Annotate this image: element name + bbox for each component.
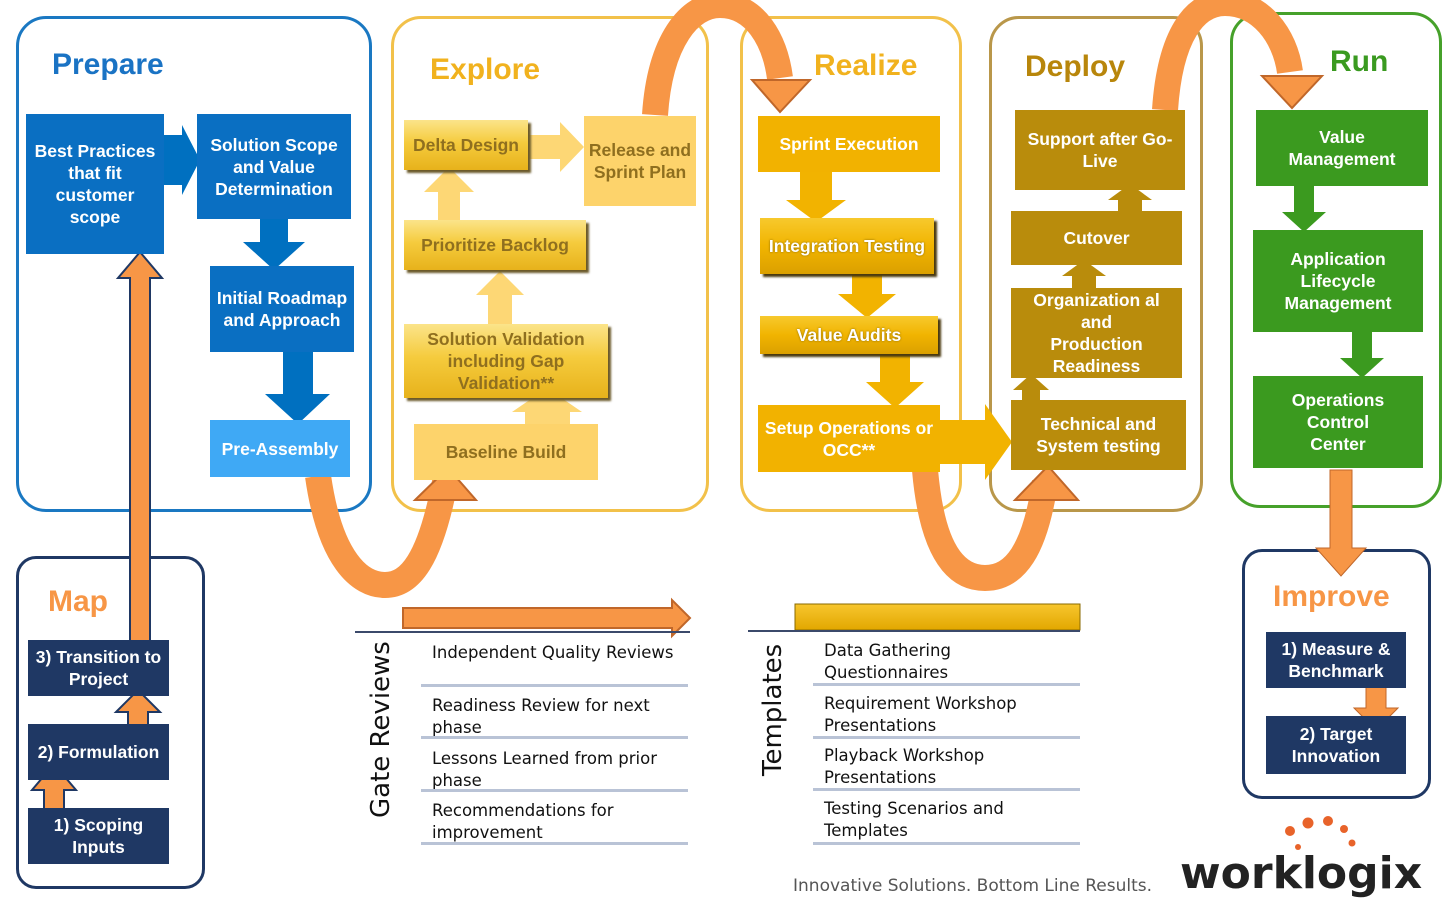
realize-title: Realize [814,49,918,82]
gate-reviews-label: Gate Reviews [366,641,396,818]
gate-separator [421,684,688,687]
curve-explore-realize [642,0,793,117]
prepare-right-arrow [162,125,200,195]
integration-testing-box: Integration Testing [760,218,934,274]
technical-testing-box: Technical and System testing [1011,400,1186,470]
sprint-execution-box: Sprint Execution [758,116,940,172]
operations-control-box: Operations Control Center [1253,376,1423,468]
worklogix-logo: worklogix [1180,848,1423,899]
gate-separator [421,736,688,739]
deploy-title: Deploy [1025,50,1126,83]
realize-right-arrow [940,404,1012,480]
curve-deploy-run [1152,0,1303,111]
deploy-panel [989,16,1203,512]
template-item: Data Gathering Questionnaires [824,641,951,682]
templates-bar [794,603,1081,631]
tagline: Innovative Solutions. Bottom Line Result… [793,876,1153,896]
value-management-box: Value Management [1256,110,1428,186]
realize-down-arrow-1 [786,172,846,222]
run-improve-arrow [1314,469,1368,577]
realize-panel [740,16,962,512]
gate-reviews-list: Independent Quality Reviews Readiness Re… [432,642,688,852]
map-formulation-box: 2) Formulation [28,724,169,780]
realize-down-arrow-2 [838,270,896,318]
value-audits-box: Value Audits [760,316,938,354]
gate-review-item: Lessons Learned from prior phase [432,749,657,790]
prepare-down-arrow-2 [265,350,330,424]
template-separator [813,683,1080,686]
solution-validation-box: Solution Validation including Gap Valida… [404,324,608,398]
explore-up-arrow-2 [476,271,524,325]
curve-prepare-explore [305,474,458,599]
logo-dots-icon [1285,816,1356,850]
gate-separator [421,789,688,792]
run-title: Run [1330,45,1389,78]
prepare-title: Prepare [52,48,164,81]
initial-roadmap-box: Initial Roadmap and Approach [210,266,354,352]
explore-panel [391,16,709,512]
application-lifecycle-box: Application Lifecycle Management [1253,230,1423,332]
template-item: Playback Workshop Presentations [824,746,985,787]
support-go-live-box: Support after Go-Live [1015,110,1185,190]
run-down-arrow-2 [1340,332,1384,378]
baseline-build-box: Baseline Build [414,424,598,480]
map-title: Map [48,585,108,618]
gate-review-item: Recommendations for improvement [432,801,614,842]
explore-title: Explore [430,53,541,86]
delta-design-box: Delta Design [404,120,528,170]
template-separator [813,736,1080,739]
map-up-arrow-2 [113,688,163,727]
templates-label: Templates [758,643,788,776]
gate-separator [421,842,688,845]
explore-up-arrow-3 [512,388,582,425]
map-scoping-box: 1) Scoping Inputs [28,808,169,864]
release-plan-box: Release and Sprint Plan [584,116,696,206]
explore-up-arrow-1 [424,167,474,220]
gate-review-item: Independent Quality Reviews [432,643,674,662]
prepare-down-arrow-1 [243,216,305,270]
best-practices-box: Best Practices that fit customer scope [26,114,164,254]
prioritize-backlog-box: Prioritize Backlog [404,220,586,270]
curve-realize-deploy [912,468,1058,592]
template-item: Testing Scenarios and Templates [824,799,1004,840]
gate-review-item: Readiness Review for next phase [432,696,650,737]
template-item: Requirement Workshop Presentations [824,694,1017,735]
templates-list: Data Gathering Questionnaires Requiremen… [824,640,1054,850]
org-readiness-box: Organization al and Production Readiness [1011,288,1182,378]
deploy-up-arrow-2 [1062,260,1106,290]
pre-assembly-box: Pre-Assembly [210,420,350,477]
improve-target-box: 2) Target Innovation [1266,716,1406,774]
prepare-panel [16,16,372,512]
setup-operations-box: Setup Operations or OCC** [758,405,940,472]
map-transition-box: 3) Transition to Project [28,640,169,696]
map-up-arrow-long [115,250,165,643]
run-down-arrow-1 [1282,186,1326,232]
solution-scope-box: Solution Scope and Value Determination [197,114,351,219]
realize-down-arrow-3 [866,350,924,408]
template-separator [813,842,1080,845]
improve-title: Improve [1273,580,1390,613]
cutover-box: Cutover [1011,211,1182,265]
deploy-up-arrow-1 [1108,184,1152,212]
improve-measure-box: 1) Measure & Benchmark [1266,632,1406,688]
map-panel [16,556,205,889]
template-separator [813,788,1080,791]
explore-right-arrow [527,122,584,172]
deploy-up-arrow-3 [1013,374,1049,402]
gate-reviews-arrow [402,597,692,639]
